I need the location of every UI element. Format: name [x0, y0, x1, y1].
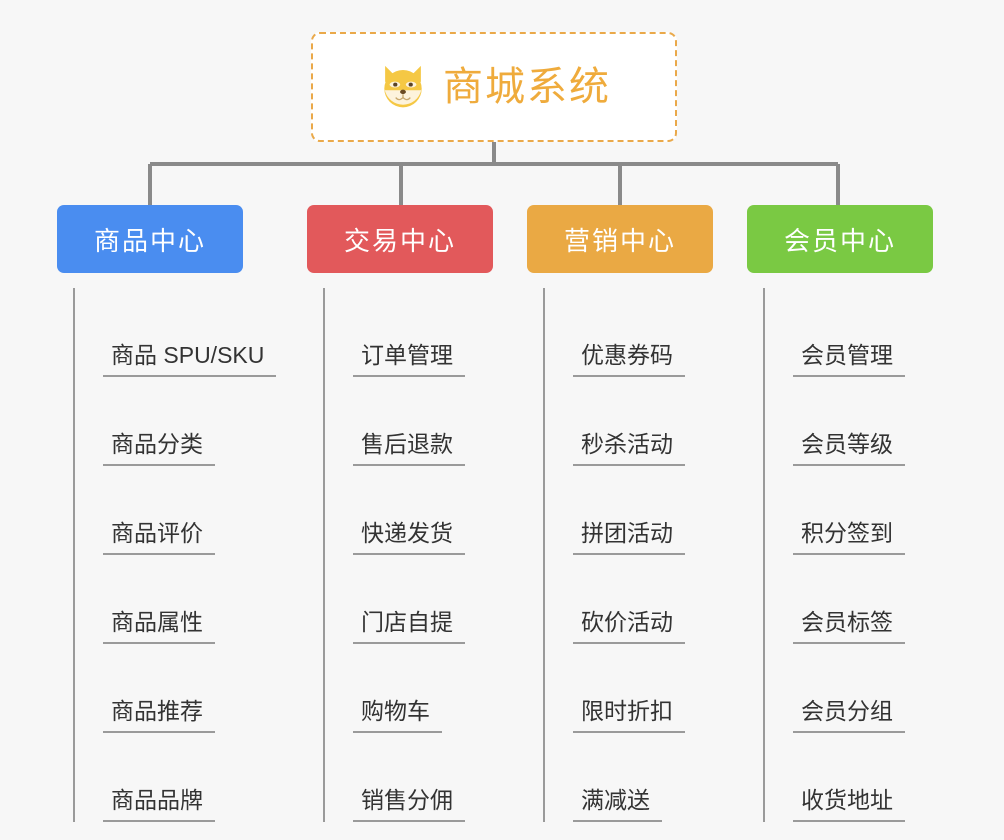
leaf-list-1: 商品 SPU/SKU 商品分类 商品评价 商品属性 商品推荐 商品品牌 — [73, 288, 309, 822]
leaf-rail-4 — [763, 288, 765, 822]
leaf-list-2: 订单管理 售后退款 快递发货 门店自提 购物车 销售分佣 — [323, 288, 535, 822]
leaf-item[interactable]: 商品评价 — [73, 466, 309, 555]
leaf-label: 售后退款 — [353, 431, 465, 466]
branch-header-3[interactable]: 营销中心 — [527, 205, 713, 273]
leaf-item[interactable]: 秒杀活动 — [543, 377, 755, 466]
leaf-label: 秒杀活动 — [573, 431, 685, 466]
leaf-label: 购物车 — [353, 698, 442, 733]
branch-column-3: 营销中心 优惠券码 秒杀活动 拼团活动 砍价活动 限时折扣 满减送 — [527, 205, 755, 822]
leaf-label: 会员管理 — [793, 342, 905, 377]
leaf-label: 商品评价 — [103, 520, 215, 555]
leaf-rail-2 — [323, 288, 325, 822]
branch-header-4[interactable]: 会员中心 — [747, 205, 933, 273]
leaf-item[interactable]: 购物车 — [323, 644, 535, 733]
leaf-item[interactable]: 门店自提 — [323, 555, 535, 644]
leaf-item[interactable]: 商品属性 — [73, 555, 309, 644]
root-title: 商城系统 — [443, 65, 611, 109]
leaf-label: 会员等级 — [793, 431, 905, 466]
leaf-label: 会员标签 — [793, 609, 905, 644]
leaf-label: 商品 SPU/SKU — [103, 342, 277, 377]
branch-column-4: 会员中心 会员管理 会员等级 积分签到 会员标签 会员分组 收货地址 — [747, 205, 975, 822]
branch-header-1[interactable]: 商品中心 — [57, 205, 243, 273]
leaf-item[interactable]: 商品分类 — [73, 377, 309, 466]
leaf-item[interactable]: 满减送 — [543, 733, 755, 822]
leaf-item[interactable]: 销售分佣 — [323, 733, 535, 822]
leaf-item[interactable]: 商品 SPU/SKU — [73, 288, 309, 377]
leaf-item[interactable]: 商品推荐 — [73, 644, 309, 733]
branch-column-1: 商品中心 商品 SPU/SKU 商品分类 商品评价 商品属性 商品推荐 商品品牌 — [57, 205, 309, 822]
leaf-label: 商品属性 — [103, 609, 215, 644]
leaf-label: 快递发货 — [353, 520, 465, 555]
leaf-rail-1 — [73, 288, 75, 822]
leaf-label: 砍价活动 — [573, 609, 685, 644]
leaf-item[interactable]: 拼团活动 — [543, 466, 755, 555]
leaf-label: 订单管理 — [353, 342, 465, 377]
leaf-label: 商品品牌 — [103, 787, 215, 822]
leaf-list-3: 优惠券码 秒杀活动 拼团活动 砍价活动 限时折扣 满减送 — [543, 288, 755, 822]
leaf-item[interactable]: 订单管理 — [323, 288, 535, 377]
leaf-label: 门店自提 — [353, 609, 465, 644]
leaf-item[interactable]: 收货地址 — [763, 733, 975, 822]
leaf-item[interactable]: 会员分组 — [763, 644, 975, 733]
leaf-label: 销售分佣 — [353, 787, 465, 822]
root-node[interactable]: 商城系统 — [311, 32, 677, 142]
leaf-item[interactable]: 会员等级 — [763, 377, 975, 466]
leaf-item[interactable]: 优惠券码 — [543, 288, 755, 377]
leaf-item[interactable]: 积分签到 — [763, 466, 975, 555]
leaf-item[interactable]: 快递发货 — [323, 466, 535, 555]
leaf-item[interactable]: 限时折扣 — [543, 644, 755, 733]
leaf-label: 会员分组 — [793, 698, 905, 733]
leaf-rail-3 — [543, 288, 545, 822]
leaf-item[interactable]: 商品品牌 — [73, 733, 309, 822]
branch-column-2: 交易中心 订单管理 售后退款 快递发货 门店自提 购物车 销售分佣 — [307, 205, 535, 822]
leaf-label: 拼团活动 — [573, 520, 685, 555]
leaf-item[interactable]: 售后退款 — [323, 377, 535, 466]
leaf-label: 商品分类 — [103, 431, 215, 466]
leaf-label: 优惠券码 — [573, 342, 685, 377]
leaf-label: 收货地址 — [793, 787, 905, 822]
leaf-list-4: 会员管理 会员等级 积分签到 会员标签 会员分组 收货地址 — [763, 288, 975, 822]
shiba-dog-face-icon — [384, 65, 422, 108]
leaf-label: 限时折扣 — [573, 698, 685, 733]
branch-header-2[interactable]: 交易中心 — [307, 205, 493, 273]
leaf-label: 积分签到 — [793, 520, 905, 555]
leaf-item[interactable]: 砍价活动 — [543, 555, 755, 644]
leaf-item[interactable]: 会员管理 — [763, 288, 975, 377]
leaf-item[interactable]: 会员标签 — [763, 555, 975, 644]
leaf-label: 满减送 — [573, 787, 662, 822]
leaf-label: 商品推荐 — [103, 698, 215, 733]
